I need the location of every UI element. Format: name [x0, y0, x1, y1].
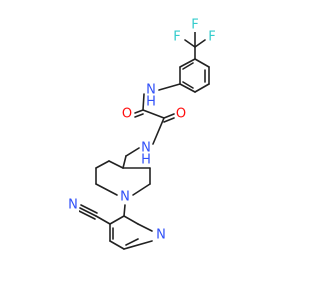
bond-ring-nh: [158, 83, 181, 91]
bond-cn2: [80, 204, 98, 214]
atom-n-nitrile: N: [68, 198, 78, 213]
bond-c2-o2: [163, 113, 175, 119]
atom-nh-upper: N: [146, 83, 156, 98]
atom-label-background: [175, 107, 187, 121]
bond-ar3: [194, 83, 210, 93]
atom-label-background: [121, 107, 133, 121]
bond-py5: [109, 240, 125, 250]
atom-label-background: [140, 141, 152, 155]
atom-n-pyridine: N: [156, 228, 166, 243]
bond-n-pyr: [123, 204, 126, 217]
bond-ar6: [179, 58, 196, 68]
bond-pip2: [95, 160, 110, 169]
bond-c1-o1: [134, 109, 144, 114]
molecule-structure: F F F N H O O N H N N N: [67, 17, 218, 250]
bond-cf3: [194, 39, 206, 48]
bond-py1: [123, 215, 139, 225]
bond-c1-o1b: [134, 113, 144, 118]
bond-py2: [137, 223, 153, 232]
bond-pip1: [108, 160, 124, 169]
atom-label-background: [140, 153, 152, 167]
bond-ar-inner2: [182, 81, 194, 89]
bond-c-cn: [95, 215, 111, 225]
atom-label-background: [145, 83, 157, 97]
bond-nh-ch2: [125, 147, 140, 157]
atom-label-background: [67, 198, 79, 212]
atom-n-piperidine: N: [120, 190, 130, 205]
bond-c2-o2b: [163, 117, 175, 123]
bond-ar-inner3: [182, 62, 194, 70]
atom-o1: O: [122, 107, 132, 122]
atom-nh-lower-h: H: [141, 153, 151, 168]
bond-py6: [123, 240, 153, 250]
atom-nh-lower: N: [141, 141, 151, 156]
atom-o2: O: [176, 107, 186, 122]
bond-pip4: [95, 183, 118, 196]
bond-pip5: [132, 183, 151, 196]
atom-label-background: [145, 95, 157, 109]
atom-label-background: [119, 190, 131, 204]
bond-c2-nh: [152, 117, 165, 145]
atom-label-background: [155, 228, 167, 242]
atom-label-background: [189, 18, 201, 32]
bond-c1-c2: [142, 109, 165, 119]
atom-label-background: [206, 30, 218, 44]
bond-cf1: [184, 39, 196, 48]
bond-cn1: [79, 207, 97, 217]
bond-cn3: [78, 210, 96, 220]
atom-nh-upper-h: H: [146, 95, 156, 110]
bond-py3: [109, 215, 125, 225]
bond-py-inner2: [125, 238, 139, 246]
atom-f1: F: [173, 30, 180, 45]
atom-label-background: [171, 30, 183, 44]
bond-ar1: [194, 58, 210, 68]
bond-nh-c1: [142, 93, 145, 111]
bond-ch2-ring: [122, 155, 127, 169]
atom-f3: F: [208, 30, 215, 45]
atom-labels: F F F N H O O N H N N N: [67, 18, 218, 243]
bond-ar4: [179, 83, 196, 93]
atom-f2: F: [191, 18, 198, 33]
bonds: [78, 30, 210, 250]
